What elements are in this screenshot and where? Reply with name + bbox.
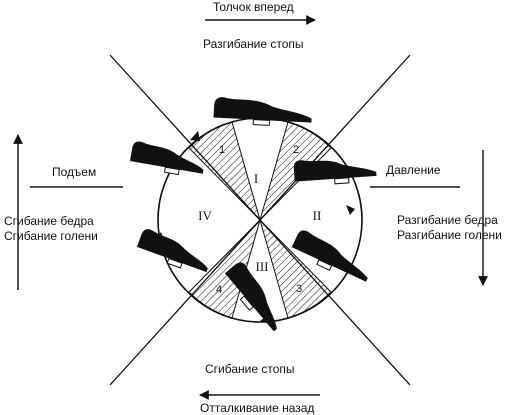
label-pressure: Давление [386, 163, 441, 177]
quadrant-label-1: I [254, 171, 258, 186]
shoe-top [213, 97, 312, 126]
label-foot-flexion: Сгибание стопы [205, 362, 295, 376]
diagonal-line-b [109, 54, 411, 386]
label-shin-extension: Разгибание голени [397, 228, 502, 242]
quadrant-label-4: IV [198, 208, 212, 223]
quadrant-label-2: II [313, 208, 322, 223]
label-push-back: Отталкивание назад [200, 401, 315, 415]
dead-zone-label-3: 3 [296, 283, 302, 295]
label-push-forward: Толчок вперед [213, 0, 294, 14]
shoe-top-right [293, 160, 377, 185]
rotation-arrow-right [346, 205, 355, 215]
label-hip-flexion: Сгибание бедра [4, 214, 94, 228]
dead-zone-sector-3 [259, 219, 332, 319]
label-lift: Подъем [52, 165, 97, 179]
dead-zone-label-1: 1 [219, 144, 225, 156]
shoe-left [136, 229, 208, 273]
quadrant-label-3: III [256, 259, 269, 274]
shoe-bottom [224, 262, 277, 332]
label-foot-extension: Разгибание стопы [203, 37, 304, 51]
dead-zone-label-2: 2 [293, 144, 299, 156]
dead-zone-label-4: 4 [216, 284, 222, 296]
shoe-top-left [129, 141, 204, 176]
shoe-right [291, 230, 368, 282]
rotation-arrow-top-left [190, 131, 200, 141]
label-shin-flexion: Сгибание голени [4, 229, 98, 243]
label-hip-extension: Разгибание бедра [397, 213, 498, 227]
